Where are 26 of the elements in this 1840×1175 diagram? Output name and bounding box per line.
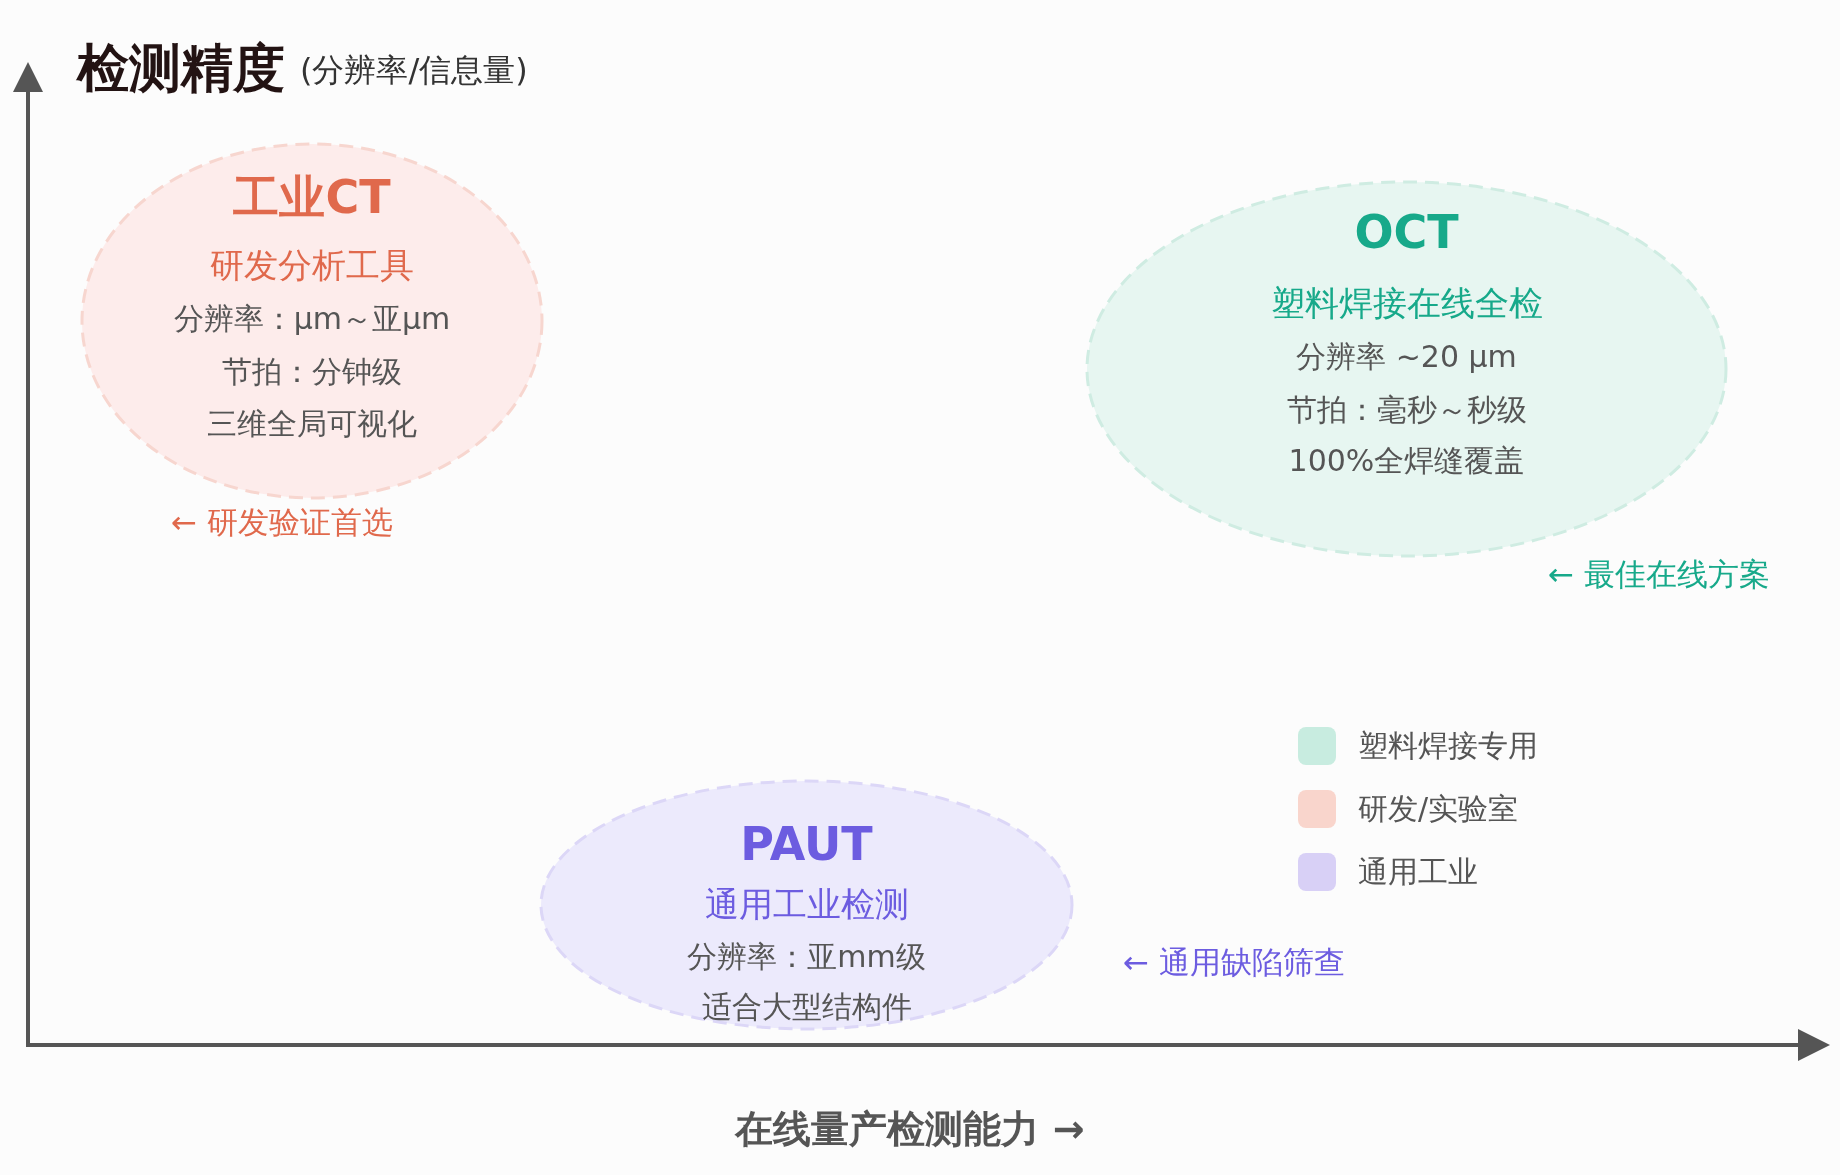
node-detail: 节拍：分钟级	[222, 354, 402, 390]
node-title: 工业CT	[233, 170, 391, 226]
annotation-text: ← 最佳在线方案	[1548, 556, 1770, 594]
ellipse-node	[80, 142, 544, 500]
node-detail: 适合大型结构件	[701, 989, 912, 1025]
legend-label: 通用工业	[1358, 854, 1478, 890]
node-detail: 分辨率：μm～亚μm	[173, 301, 451, 337]
node-subtitle: 研发分析工具	[210, 244, 414, 286]
axis-title: 在线量产检测能力 →	[735, 1107, 1085, 1153]
axis-subtitle: (分辨率/信息量)	[300, 50, 528, 90]
node-detail: 节拍：毫秒～秒级	[1286, 392, 1527, 428]
node-subtitle: 塑料焊接在线全检	[1270, 282, 1543, 324]
annotation-text: ← 通用缺陷筛查	[1123, 944, 1345, 982]
ellipse-node	[1085, 180, 1728, 558]
axis-title: 检测精度	[77, 36, 285, 100]
node-detail: 分辨率：亚mm级	[687, 939, 926, 975]
node-detail: 分辨率 ~20 μm	[1296, 339, 1517, 375]
node-title: OCT	[1354, 205, 1459, 261]
node-detail: 三维全局可视化	[207, 406, 417, 442]
node-detail: 100%全焊缝覆盖	[1288, 443, 1525, 479]
legend-label: 研发/实验室	[1358, 791, 1519, 827]
annotation-text: ← 研发验证首选	[171, 504, 393, 542]
node-title: PAUT	[740, 817, 873, 873]
legend-label: 塑料焊接专用	[1358, 728, 1538, 764]
ellipse-node	[539, 779, 1074, 1031]
node-subtitle: 通用工业检测	[704, 883, 909, 925]
